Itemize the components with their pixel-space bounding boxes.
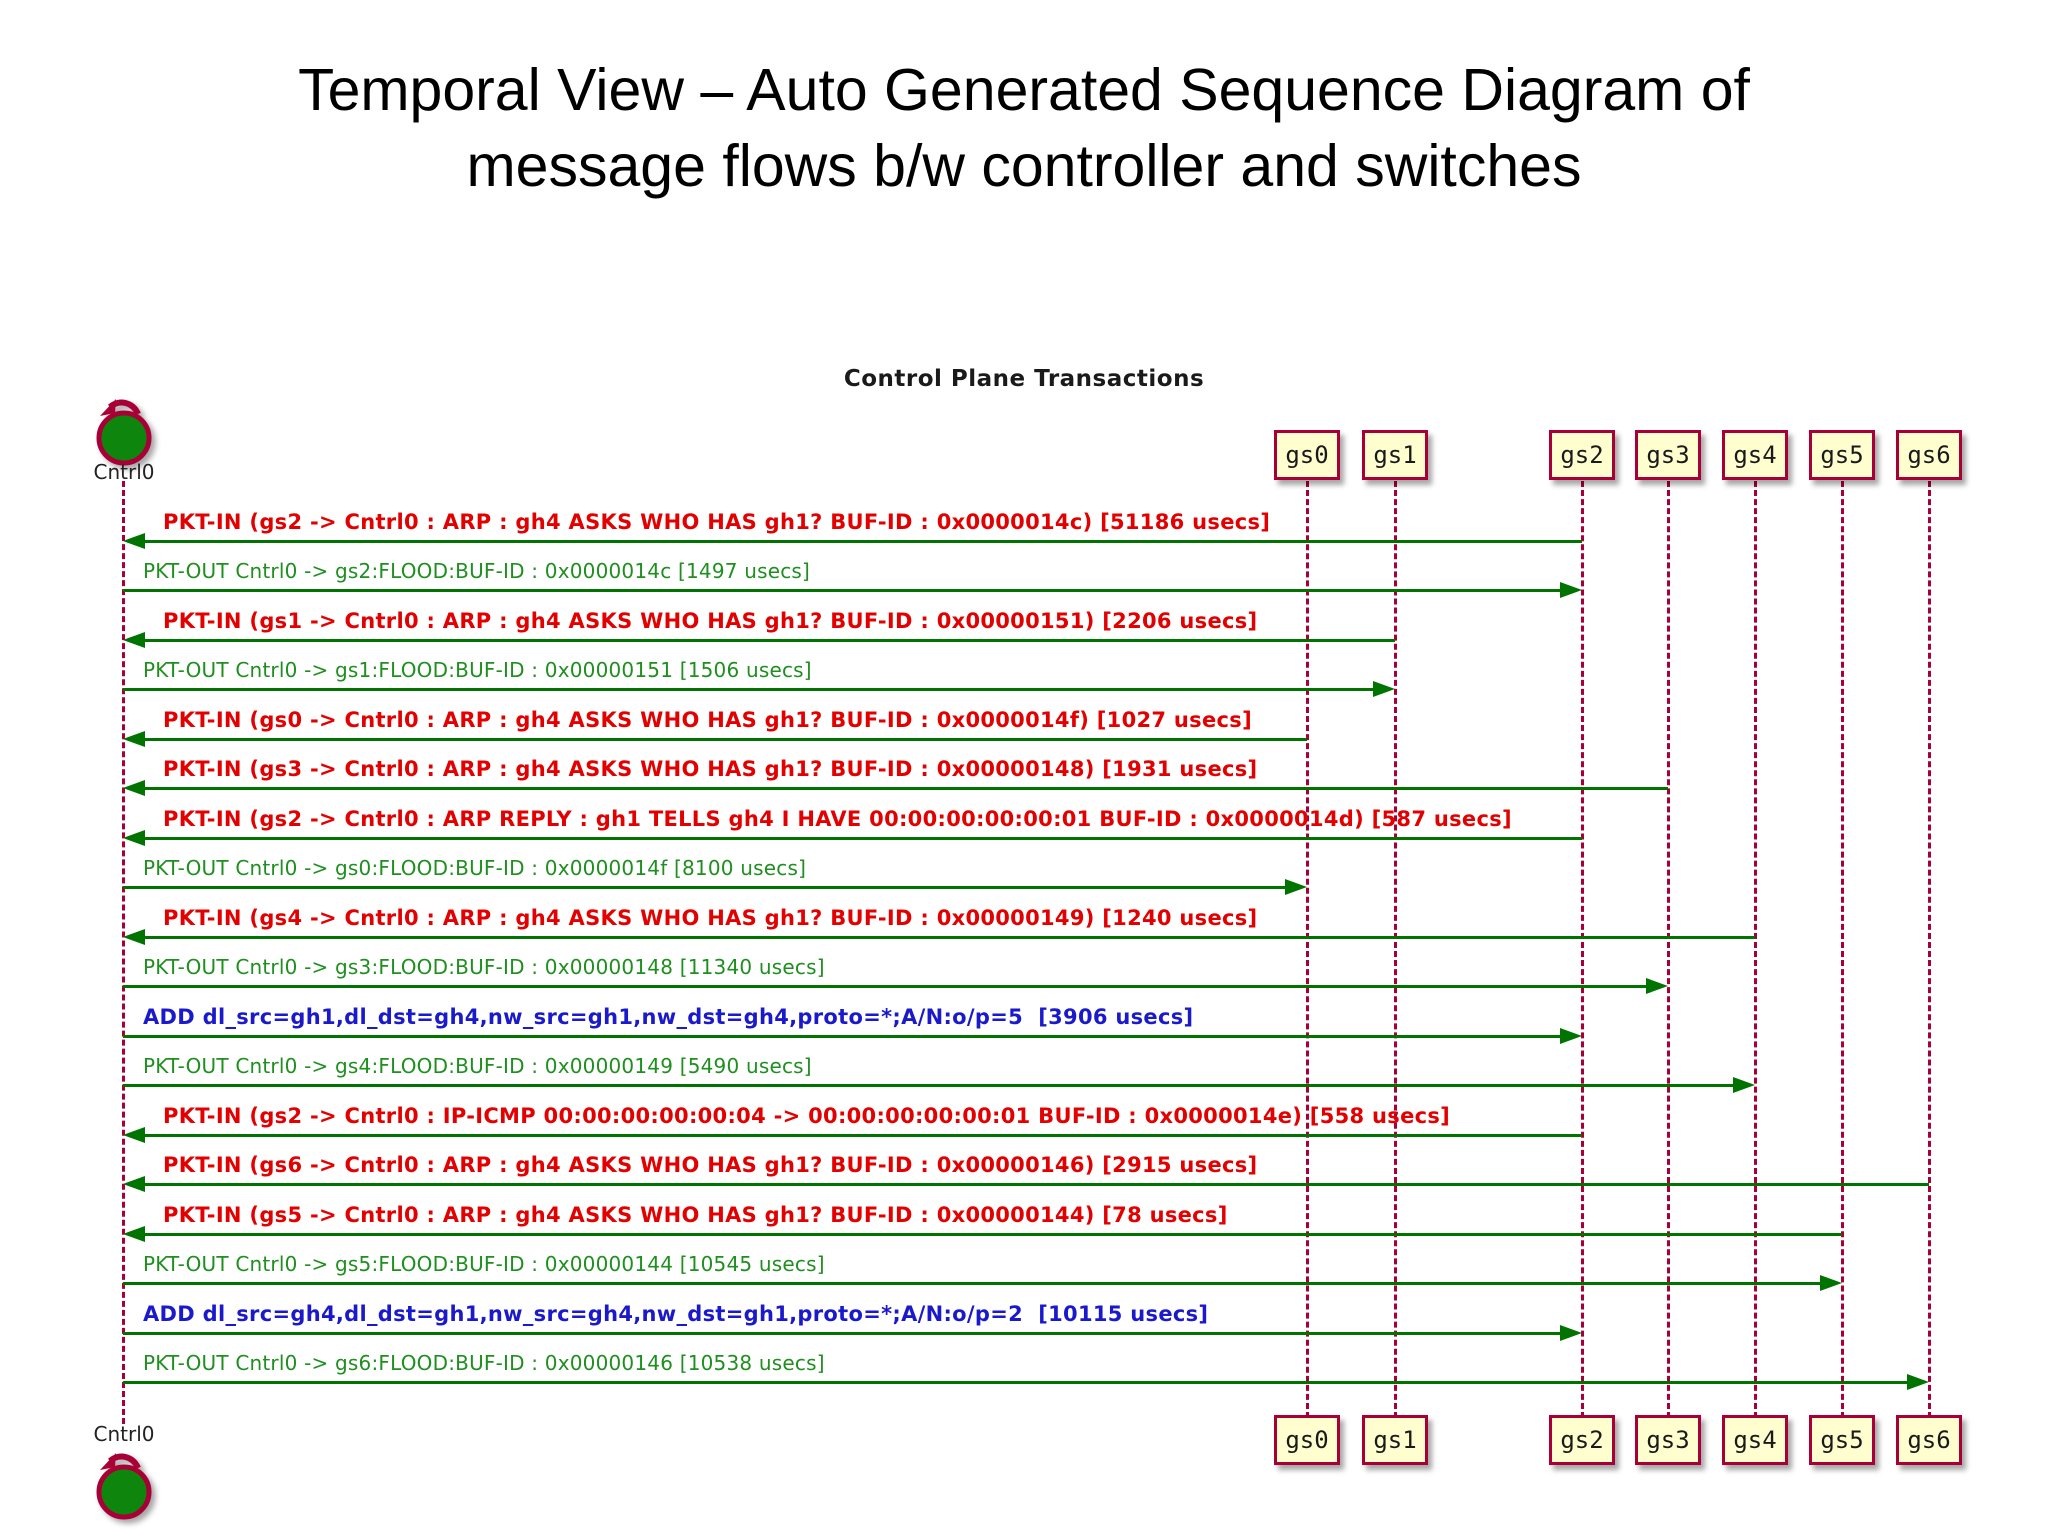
message-line: [123, 1084, 1737, 1087]
message-line: [123, 589, 1564, 592]
participant-box-gs5: gs5: [1809, 1415, 1875, 1465]
participant-label: gs6: [1907, 441, 1951, 469]
message-arrowhead: [1646, 978, 1668, 994]
participant-box-gs4: gs4: [1722, 430, 1788, 480]
participant-label: gs4: [1733, 441, 1777, 469]
participant-box-gs3: gs3: [1635, 1415, 1701, 1465]
lifeline-gs3: [1667, 481, 1670, 1418]
message-line: [141, 1183, 1929, 1186]
message-line: [141, 1134, 1582, 1137]
message-label: PKT-IN (gs4 -> Cntrl0 : ARP : gh4 ASKS W…: [163, 906, 1258, 930]
message-line: [123, 1282, 1824, 1285]
message-label: PKT-OUT Cntrl0 -> gs2:FLOOD:BUF-ID : 0x0…: [143, 559, 811, 583]
message-arrowhead: [123, 1176, 145, 1192]
message-label: PKT-IN (gs1 -> Cntrl0 : ARP : gh4 ASKS W…: [163, 609, 1258, 633]
message-arrowhead: [1820, 1275, 1842, 1291]
message-arrowhead: [1560, 1028, 1582, 1044]
message-label: PKT-OUT Cntrl0 -> gs0:FLOOD:BUF-ID : 0x0…: [143, 856, 807, 880]
participant-box-gs1: gs1: [1362, 1415, 1428, 1465]
message-arrowhead: [1907, 1374, 1929, 1390]
message-arrowhead: [1373, 681, 1395, 697]
message-label: PKT-IN (gs2 -> Cntrl0 : IP-ICMP 00:00:00…: [163, 1104, 1451, 1128]
participant-label: gs4: [1733, 1426, 1777, 1454]
participant-box-gs1: gs1: [1362, 430, 1428, 480]
message-line: [123, 1035, 1564, 1038]
slide-title: Temporal View – Auto Generated Sequence …: [0, 52, 2048, 204]
message-arrowhead: [123, 533, 145, 549]
message-arrowhead: [123, 830, 145, 846]
controller-icon-bottom: [96, 1453, 152, 1520]
participant-label: gs0: [1285, 1426, 1329, 1454]
message-line: [123, 985, 1650, 988]
participant-label: gs3: [1646, 441, 1690, 469]
message-arrowhead: [123, 929, 145, 945]
participant-box-gs4: gs4: [1722, 1415, 1788, 1465]
message-label: PKT-OUT Cntrl0 -> gs3:FLOOD:BUF-ID : 0x0…: [143, 955, 825, 979]
controller-icon-top: [96, 399, 152, 466]
message-arrowhead: [123, 1127, 145, 1143]
participant-label: gs6: [1907, 1426, 1951, 1454]
message-label: ADD dl_src=gh4,dl_dst=gh1,nw_src=gh4,nw_…: [143, 1302, 1209, 1326]
participant-label: gs2: [1560, 1426, 1604, 1454]
message-label: PKT-IN (gs2 -> Cntrl0 : ARP : gh4 ASKS W…: [163, 510, 1271, 534]
message-arrowhead: [1285, 879, 1307, 895]
slide-title-line2: message flows b/w controller and switche…: [466, 133, 1582, 199]
participant-label: gs5: [1820, 1426, 1864, 1454]
lifeline-gs5: [1841, 481, 1844, 1418]
lifeline-gs1: [1394, 481, 1397, 1418]
participant-box-gs6: gs6: [1896, 1415, 1962, 1465]
message-line: [123, 688, 1377, 691]
participant-label: gs0: [1285, 441, 1329, 469]
controller-label-bottom: Cntrl0: [93, 1422, 155, 1446]
lifeline-gs2: [1581, 481, 1584, 1418]
participant-box-gs0: gs0: [1274, 1415, 1340, 1465]
message-line: [141, 1233, 1842, 1236]
lifeline-gs6: [1928, 481, 1931, 1418]
message-line: [141, 787, 1668, 790]
participant-label: gs3: [1646, 1426, 1690, 1454]
message-arrowhead: [123, 632, 145, 648]
message-arrowhead: [123, 1226, 145, 1242]
participant-label: gs1: [1373, 441, 1417, 469]
message-label: PKT-IN (gs0 -> Cntrl0 : ARP : gh4 ASKS W…: [163, 708, 1252, 732]
message-label: PKT-OUT Cntrl0 -> gs4:FLOOD:BUF-ID : 0x0…: [143, 1054, 812, 1078]
message-label: PKT-OUT Cntrl0 -> gs5:FLOOD:BUF-ID : 0x0…: [143, 1252, 825, 1276]
participant-label: gs2: [1560, 441, 1604, 469]
message-arrowhead: [123, 780, 145, 796]
controller-label-top: Cntrl0: [93, 460, 155, 484]
message-label: ADD dl_src=gh1,dl_dst=gh4,nw_src=gh1,nw_…: [143, 1005, 1194, 1029]
message-label: PKT-IN (gs3 -> Cntrl0 : ARP : gh4 ASKS W…: [163, 757, 1258, 781]
participant-box-gs2: gs2: [1549, 430, 1615, 480]
participant-box-gs2: gs2: [1549, 1415, 1615, 1465]
diagram-title: Control Plane Transactions: [843, 366, 1205, 392]
message-arrowhead: [123, 731, 145, 747]
participant-box-gs5: gs5: [1809, 430, 1875, 480]
message-line: [123, 1332, 1564, 1335]
message-line: [123, 886, 1289, 889]
message-arrowhead: [1560, 1325, 1582, 1341]
message-line: [141, 639, 1395, 642]
participant-box-gs3: gs3: [1635, 430, 1701, 480]
message-label: PKT-IN (gs2 -> Cntrl0 : ARP REPLY : gh1 …: [163, 807, 1512, 831]
participant-label: gs5: [1820, 441, 1864, 469]
participant-box-gs6: gs6: [1896, 430, 1962, 480]
slide-title-line1: Temporal View – Auto Generated Sequence …: [298, 57, 1750, 123]
message-arrowhead: [1560, 582, 1582, 598]
message-line: [141, 540, 1582, 543]
lifeline-Cntrl0: [122, 481, 125, 1424]
message-arrowhead: [1733, 1077, 1755, 1093]
participant-box-gs0: gs0: [1274, 430, 1340, 480]
lifeline-gs4: [1754, 481, 1757, 1418]
message-line: [123, 1381, 1911, 1384]
message-line: [141, 936, 1755, 939]
message-label: PKT-IN (gs6 -> Cntrl0 : ARP : gh4 ASKS W…: [163, 1153, 1258, 1177]
participant-label: gs1: [1373, 1426, 1417, 1454]
message-line: [141, 837, 1582, 840]
message-line: [141, 738, 1307, 741]
message-label: PKT-OUT Cntrl0 -> gs6:FLOOD:BUF-ID : 0x0…: [143, 1351, 825, 1375]
message-label: PKT-OUT Cntrl0 -> gs1:FLOOD:BUF-ID : 0x0…: [143, 658, 812, 682]
message-label: PKT-IN (gs5 -> Cntrl0 : ARP : gh4 ASKS W…: [163, 1203, 1228, 1227]
lifeline-gs0: [1306, 481, 1309, 1418]
